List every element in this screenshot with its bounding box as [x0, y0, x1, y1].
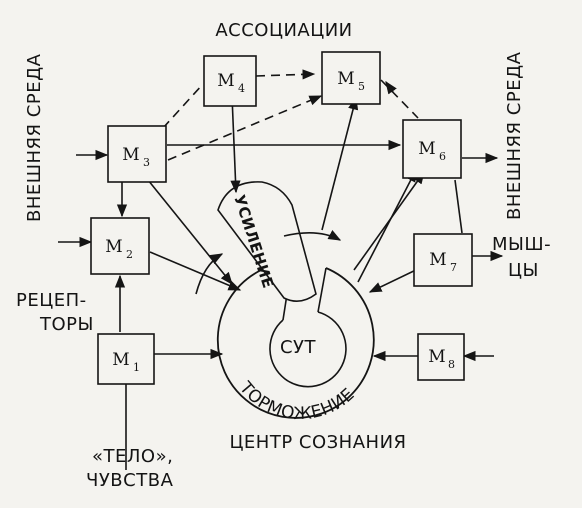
- svg-text:M: M: [337, 69, 354, 89]
- svg-text:M: M: [429, 250, 446, 270]
- svg-text:M: M: [418, 139, 435, 159]
- associations-label: АССОЦИАЦИИ: [215, 20, 352, 41]
- receptors-label-2: ТОРЫ: [39, 314, 94, 335]
- svg-text:3: 3: [143, 156, 150, 169]
- m7-to-center-arrow: [368, 267, 421, 293]
- module-m3: M 3: [107, 125, 167, 183]
- center-to-m5-arrow: [321, 96, 359, 231]
- module-m5: M 5: [321, 51, 381, 105]
- m5-m6-dashed: [380, 79, 419, 119]
- module-m2: M 2: [90, 217, 150, 275]
- svg-text:8: 8: [448, 358, 455, 371]
- m3-m4-dashed: [162, 83, 204, 129]
- muscles-label-1: МЫШ-: [492, 234, 551, 255]
- svg-text:7: 7: [450, 261, 457, 274]
- svg-text:M: M: [105, 237, 122, 257]
- svg-text:1: 1: [133, 361, 140, 374]
- m3-to-center-arrow: [147, 179, 233, 285]
- m4-m5-dashed: [255, 69, 316, 80]
- m3-m5-dashed: [167, 95, 323, 161]
- svg-text:2: 2: [126, 248, 133, 261]
- sut-label: СУТ: [280, 337, 317, 358]
- body-label-2: ЧУВСТВА: [86, 470, 174, 491]
- svg-text:M: M: [217, 71, 234, 91]
- module-m8: M 8: [417, 333, 465, 381]
- m4-to-wedge-arrow: [230, 95, 241, 194]
- receptors-label-1: РЕЦЕП-: [16, 290, 87, 311]
- env-right-label: ВНЕШНЯЯ СРЕДА: [504, 51, 525, 220]
- muscles-label-2: ЦЫ: [508, 260, 539, 281]
- svg-text:6: 6: [439, 150, 446, 163]
- module-m4: M 4: [203, 55, 257, 107]
- module-m1: M 1: [97, 333, 155, 385]
- svg-text:5: 5: [358, 80, 365, 93]
- svg-text:M: M: [112, 350, 129, 370]
- body-label-1: «ТЕЛО»,: [92, 446, 173, 467]
- amplification-wedge: УСИЛЕНИЕ: [217, 181, 317, 302]
- svg-text:M: M: [122, 145, 139, 165]
- module-m6: M 6: [402, 119, 462, 179]
- svg-text:4: 4: [238, 82, 245, 95]
- env-left-label: ВНЕШНЯЯ СРЕДА: [24, 53, 45, 222]
- svg-text:M: M: [428, 347, 445, 367]
- center-label: ЦЕНТР СОЗНАНИЯ: [229, 432, 406, 453]
- m2-to-center-arrow: [149, 251, 242, 291]
- connections: [58, 69, 504, 470]
- module-m7: M 7: [413, 233, 473, 287]
- m6-m7-line: [454, 179, 463, 234]
